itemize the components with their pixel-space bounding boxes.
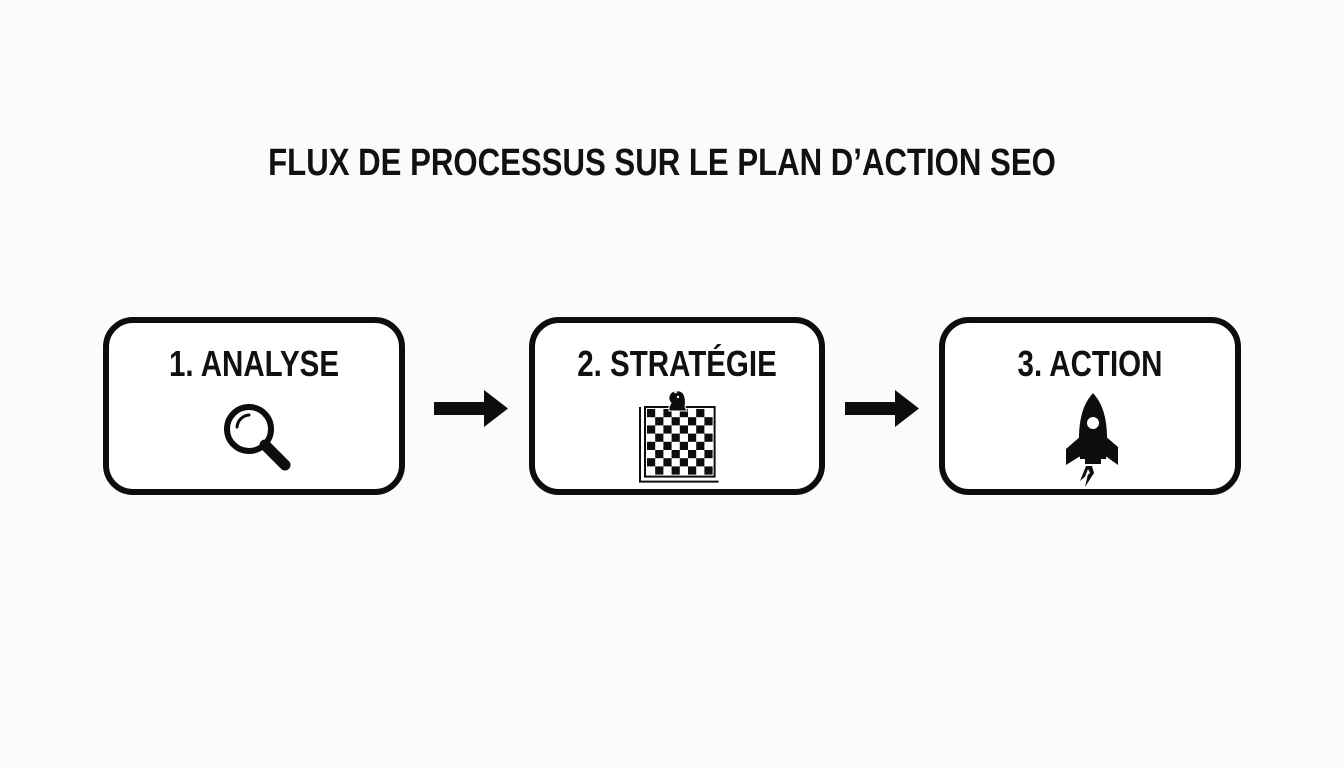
step-strategie-box: 2. STRATÉGIE <box>529 317 825 495</box>
step-analyse-box: 1. ANALYSE <box>103 317 405 495</box>
arrow-right-icon <box>434 389 510 434</box>
step-analyse-label: 1. ANALYSE <box>168 343 340 384</box>
diagram-title: FLUX DE PROCESSUS SUR LE PLAN D’ACTION S… <box>268 142 1056 184</box>
rocket-icon <box>1052 389 1132 494</box>
magnifying-glass-icon <box>213 393 303 488</box>
step-action-label: 3. ACTION <box>1017 343 1163 384</box>
chessboard-knight-icon <box>635 388 719 488</box>
step-action-box: 3. ACTION <box>939 317 1241 495</box>
arrow-right-icon <box>845 389 921 434</box>
step-strategie-label: 2. STRATÉGIE <box>577 343 777 384</box>
